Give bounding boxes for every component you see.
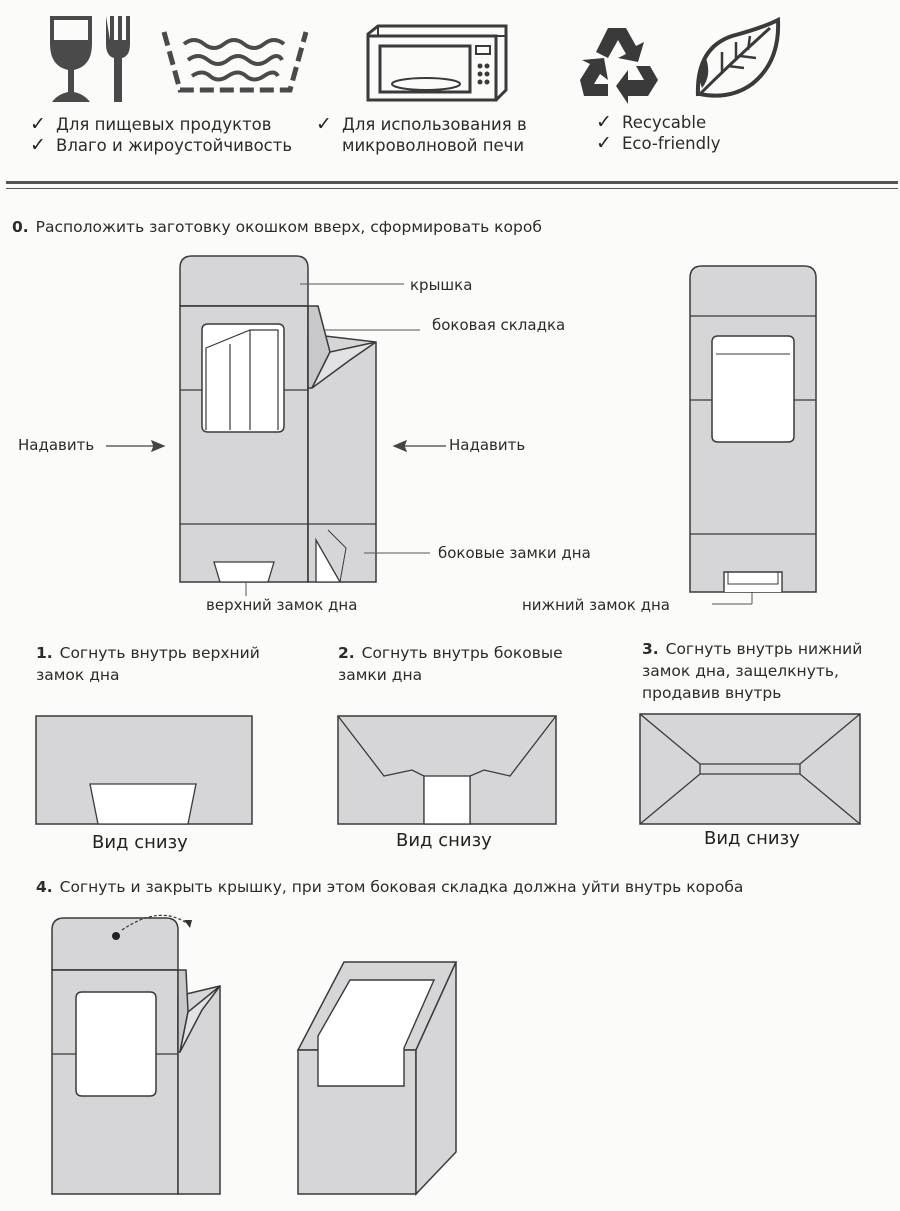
label-top-bottom-lock: верхний замок дна [206, 596, 358, 614]
label-lower-bottom-lock: нижний замок дна [522, 596, 671, 614]
microwave-icon [366, 24, 508, 102]
step-4-text: 4. Согнуть и закрыть крышку, при этом бо… [36, 878, 744, 896]
feature-group-microwave: ✓Для использования в ✓микроволновой печи [316, 113, 527, 156]
step-2-text: 2. Согнуть внутрь боковые замки дна [338, 644, 563, 684]
feature-group-food: ✓Для пищевых продуктов ✓Влаго и жироусто… [30, 113, 293, 156]
divider-bottom [6, 188, 898, 189]
step-1-text: 1. Согнуть внутрь верхний замок дна [36, 644, 260, 684]
check-icon: ✓ [30, 113, 46, 135]
label-lid: крышка [410, 276, 473, 294]
bottom-view-label-1: Вид снизу [92, 832, 188, 853]
feature-group-eco: ✓Recycable ✓Eco-friendly [596, 111, 721, 154]
label-side-fold: боковая складка [432, 316, 566, 334]
moisture-resistant-icon [161, 31, 309, 93]
step-3-text: 3. Согнуть внутрь нижний замок дна, заще… [642, 640, 863, 702]
check-icon: ✓ [30, 134, 46, 156]
eco-leaf-icon [695, 16, 781, 98]
check-icon: ✓ [596, 111, 612, 133]
step-0-text: 0. Расположить заготовку окошком вверх, … [12, 218, 542, 236]
food-safe-icon [50, 16, 130, 102]
recycle-icon [580, 28, 658, 104]
label-press-left: Надавить [18, 436, 95, 454]
check-icon: ✓ [316, 113, 332, 135]
divider-top [6, 181, 898, 184]
label-press-right: Надавить [449, 436, 526, 454]
bottom-view-label-3: Вид снизу [704, 828, 800, 849]
bottom-view-label-2: Вид снизу [396, 830, 492, 851]
check-icon: ✓ [596, 132, 612, 154]
label-side-bottom-locks: боковые замки дна [438, 544, 591, 562]
